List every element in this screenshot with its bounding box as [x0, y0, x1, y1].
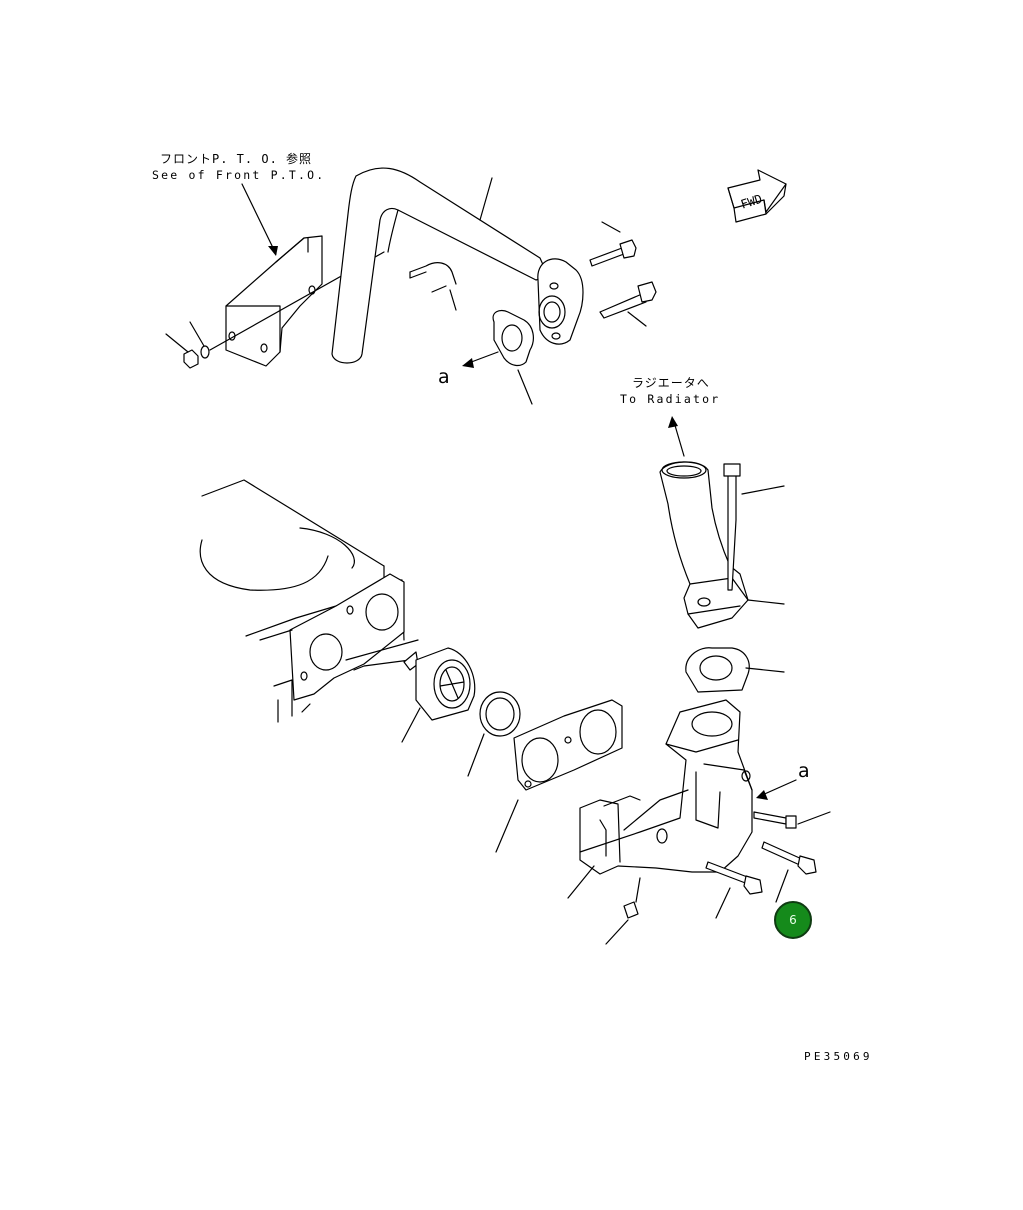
ref-a-arrow-right — [759, 779, 797, 797]
gasket-upper — [492, 309, 534, 405]
drain-plug — [605, 877, 641, 945]
front-pto-label-jp: フロントP. T. O. 参照 — [160, 152, 313, 166]
housing-bolt-left — [705, 861, 763, 919]
front-pto-label-en: See of Front P.T.O. — [152, 168, 326, 182]
long-bolt — [723, 463, 785, 591]
fwd-arrow-icon: FWD — [727, 169, 787, 223]
to-radiator-label-jp: ラジエータへ — [632, 376, 710, 390]
small-bolt-right — [753, 811, 831, 829]
coolant-hose — [331, 167, 549, 364]
engine-block — [199, 479, 419, 723]
to-radiator-label-en: To Radiator — [620, 392, 721, 406]
gasket-elbow — [685, 647, 785, 693]
ref-a-label-top: a — [438, 366, 450, 388]
pipe-flange — [537, 258, 584, 345]
seal-ring — [467, 691, 521, 777]
drawing-code: PE35069 — [804, 1050, 873, 1063]
callout-6[interactable]: 6 — [774, 901, 812, 939]
pto-bracket — [225, 235, 323, 367]
flange-bolt-lower — [599, 281, 657, 327]
ref-a-label-right: a — [798, 760, 810, 782]
thermostat — [401, 647, 476, 743]
pto-leader-arrow — [241, 183, 277, 255]
housing-bolt-right — [761, 841, 817, 903]
thermostat-gasket — [495, 699, 623, 853]
to-radiator-arrow — [673, 421, 685, 457]
radiator-elbow — [659, 461, 785, 629]
fwd-label: FWD — [739, 192, 764, 212]
thermostat-housing — [567, 699, 753, 899]
u-clamp — [409, 262, 457, 311]
flange-bolt-upper — [589, 221, 637, 267]
